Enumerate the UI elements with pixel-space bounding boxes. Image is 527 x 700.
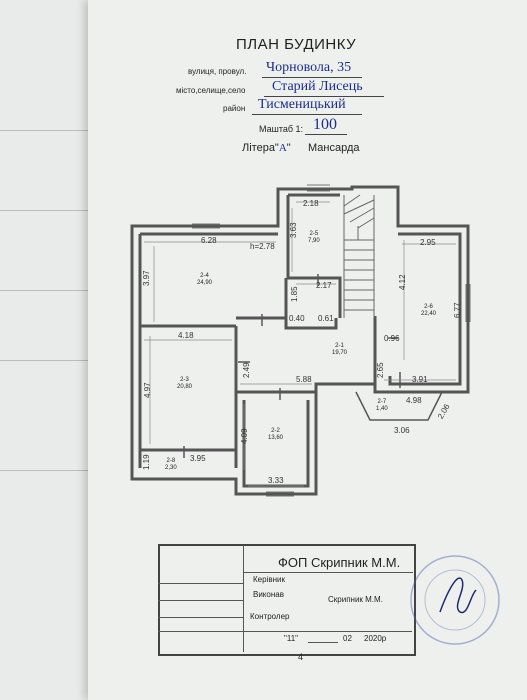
date-year: 2020р	[364, 634, 387, 643]
company-name: ФОП Скрипник М.М.	[278, 555, 401, 570]
dim-label: 2.17	[316, 281, 332, 290]
dim-label: 3.95	[190, 454, 206, 463]
stairs	[343, 194, 375, 318]
scale-label: Маштаб 1:	[259, 124, 304, 134]
date-month: 02	[343, 634, 352, 643]
dim-label: 5.88	[296, 375, 312, 384]
street-label: вулиця, провул.	[188, 67, 247, 76]
row-label-manager: Керівник	[253, 575, 285, 584]
dim-label: 0.61	[318, 314, 334, 323]
row-label-controller: Контролер	[250, 612, 290, 621]
district-label: район	[223, 104, 246, 113]
dim-label: 2.18	[303, 199, 319, 208]
date-day: "11"	[284, 634, 298, 643]
height-note: h=2.78	[250, 242, 275, 251]
dim-label: 4.18	[178, 331, 194, 340]
dim-label: 2.95	[420, 238, 436, 247]
floor-name: Мансарда	[308, 142, 360, 154]
district-value: Тисменицький	[258, 97, 346, 112]
litera-label: Літера"А"	[242, 142, 291, 154]
dim-label: 3.06	[394, 426, 410, 435]
dim-label: 3.91	[412, 375, 428, 384]
bay-window	[355, 391, 443, 421]
city-label: місто,селище,село	[176, 86, 246, 95]
dim-label: 3.33	[268, 476, 284, 485]
dimension-lines	[144, 201, 456, 487]
executor-name: Скрипник М.М.	[328, 595, 383, 604]
seal-icon	[410, 555, 500, 645]
plan-walls	[130, 185, 470, 496]
dim-label: 4.98	[406, 396, 422, 405]
dim-label: 0.96	[384, 334, 400, 343]
scale-value: 100	[313, 116, 337, 133]
windows	[192, 184, 471, 497]
row-label-executor: Виконав	[253, 590, 284, 599]
street-value: Чорновола, 35	[266, 60, 352, 75]
city-value: Старий Лисець	[272, 79, 363, 94]
dim-label: 6.28	[201, 236, 217, 245]
page-title: ПЛАН БУДИНКУ	[236, 36, 357, 53]
page-number: 4	[298, 652, 304, 662]
signature-icon	[439, 577, 477, 614]
dim-label: 0.40	[289, 314, 305, 323]
